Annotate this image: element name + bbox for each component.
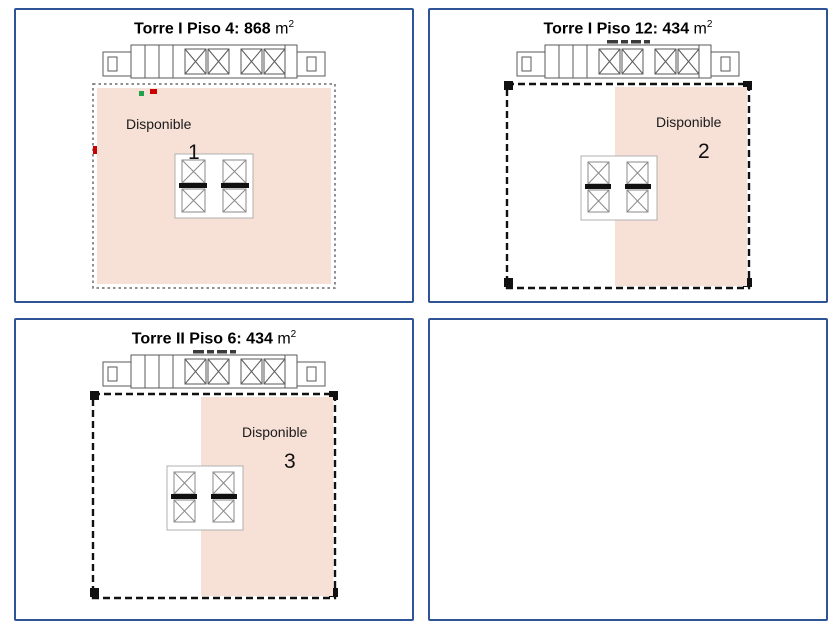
- red-marker-icon: [150, 89, 157, 95]
- corner-columns: [90, 391, 338, 598]
- available-label: Disponible: [242, 424, 308, 440]
- elevator-core: [580, 155, 658, 221]
- available-label: Disponible: [656, 114, 722, 130]
- elevator-core: [174, 153, 254, 219]
- panel-title-unit: m: [275, 20, 289, 38]
- panel-title-text: Torre II Piso 6: 434: [131, 330, 273, 348]
- core-strip: [516, 44, 740, 79]
- floor-plan-torre-2-piso-6: [90, 350, 338, 600]
- empty-panel: [428, 318, 828, 621]
- available-area: [615, 87, 747, 287]
- annotation-marks: [607, 40, 650, 44]
- floor-plan-torre-1-piso-4: [92, 44, 336, 290]
- panel-title-unit: m: [277, 330, 291, 348]
- panel-title-unit-exp: 2: [290, 329, 297, 340]
- available-area: [201, 397, 333, 597]
- panel-torre-2-piso-6: Torre II Piso 6: 434 m2: [14, 318, 414, 621]
- panel-title-unit-exp: 2: [706, 19, 713, 30]
- core-strip: [102, 354, 326, 389]
- available-number: 2: [698, 140, 710, 163]
- panel-title-text: Torre I Piso 12: 434: [543, 20, 690, 38]
- available-label: Disponible: [126, 116, 192, 132]
- core-strip: [102, 44, 326, 79]
- panel-title: Torre I Piso 12: 434 m2: [430, 15, 826, 38]
- panel-title-unit: m: [693, 20, 707, 38]
- elevator-core: [166, 465, 244, 531]
- panel-title: Torre II Piso 6: 434 m2: [16, 325, 412, 348]
- corner-columns: [504, 81, 752, 288]
- available-number: 3: [284, 450, 296, 473]
- available-number: 1: [188, 141, 200, 164]
- red-edge-marker-icon: [93, 146, 97, 155]
- panel-title-unit-exp: 2: [288, 19, 294, 30]
- panel-torre-1-piso-12: Torre I Piso 12: 434 m2: [428, 8, 828, 303]
- panel-torre-1-piso-4: Torre I Piso 4: 868 m2: [14, 8, 414, 303]
- annotation-marks: [193, 350, 236, 354]
- panel-title: Torre I Piso 4: 868 m2: [16, 15, 412, 38]
- green-marker-icon: [139, 91, 144, 97]
- floor-plan-torre-1-piso-12: [504, 40, 752, 290]
- panel-title-text: Torre I Piso 4: 868: [134, 20, 271, 38]
